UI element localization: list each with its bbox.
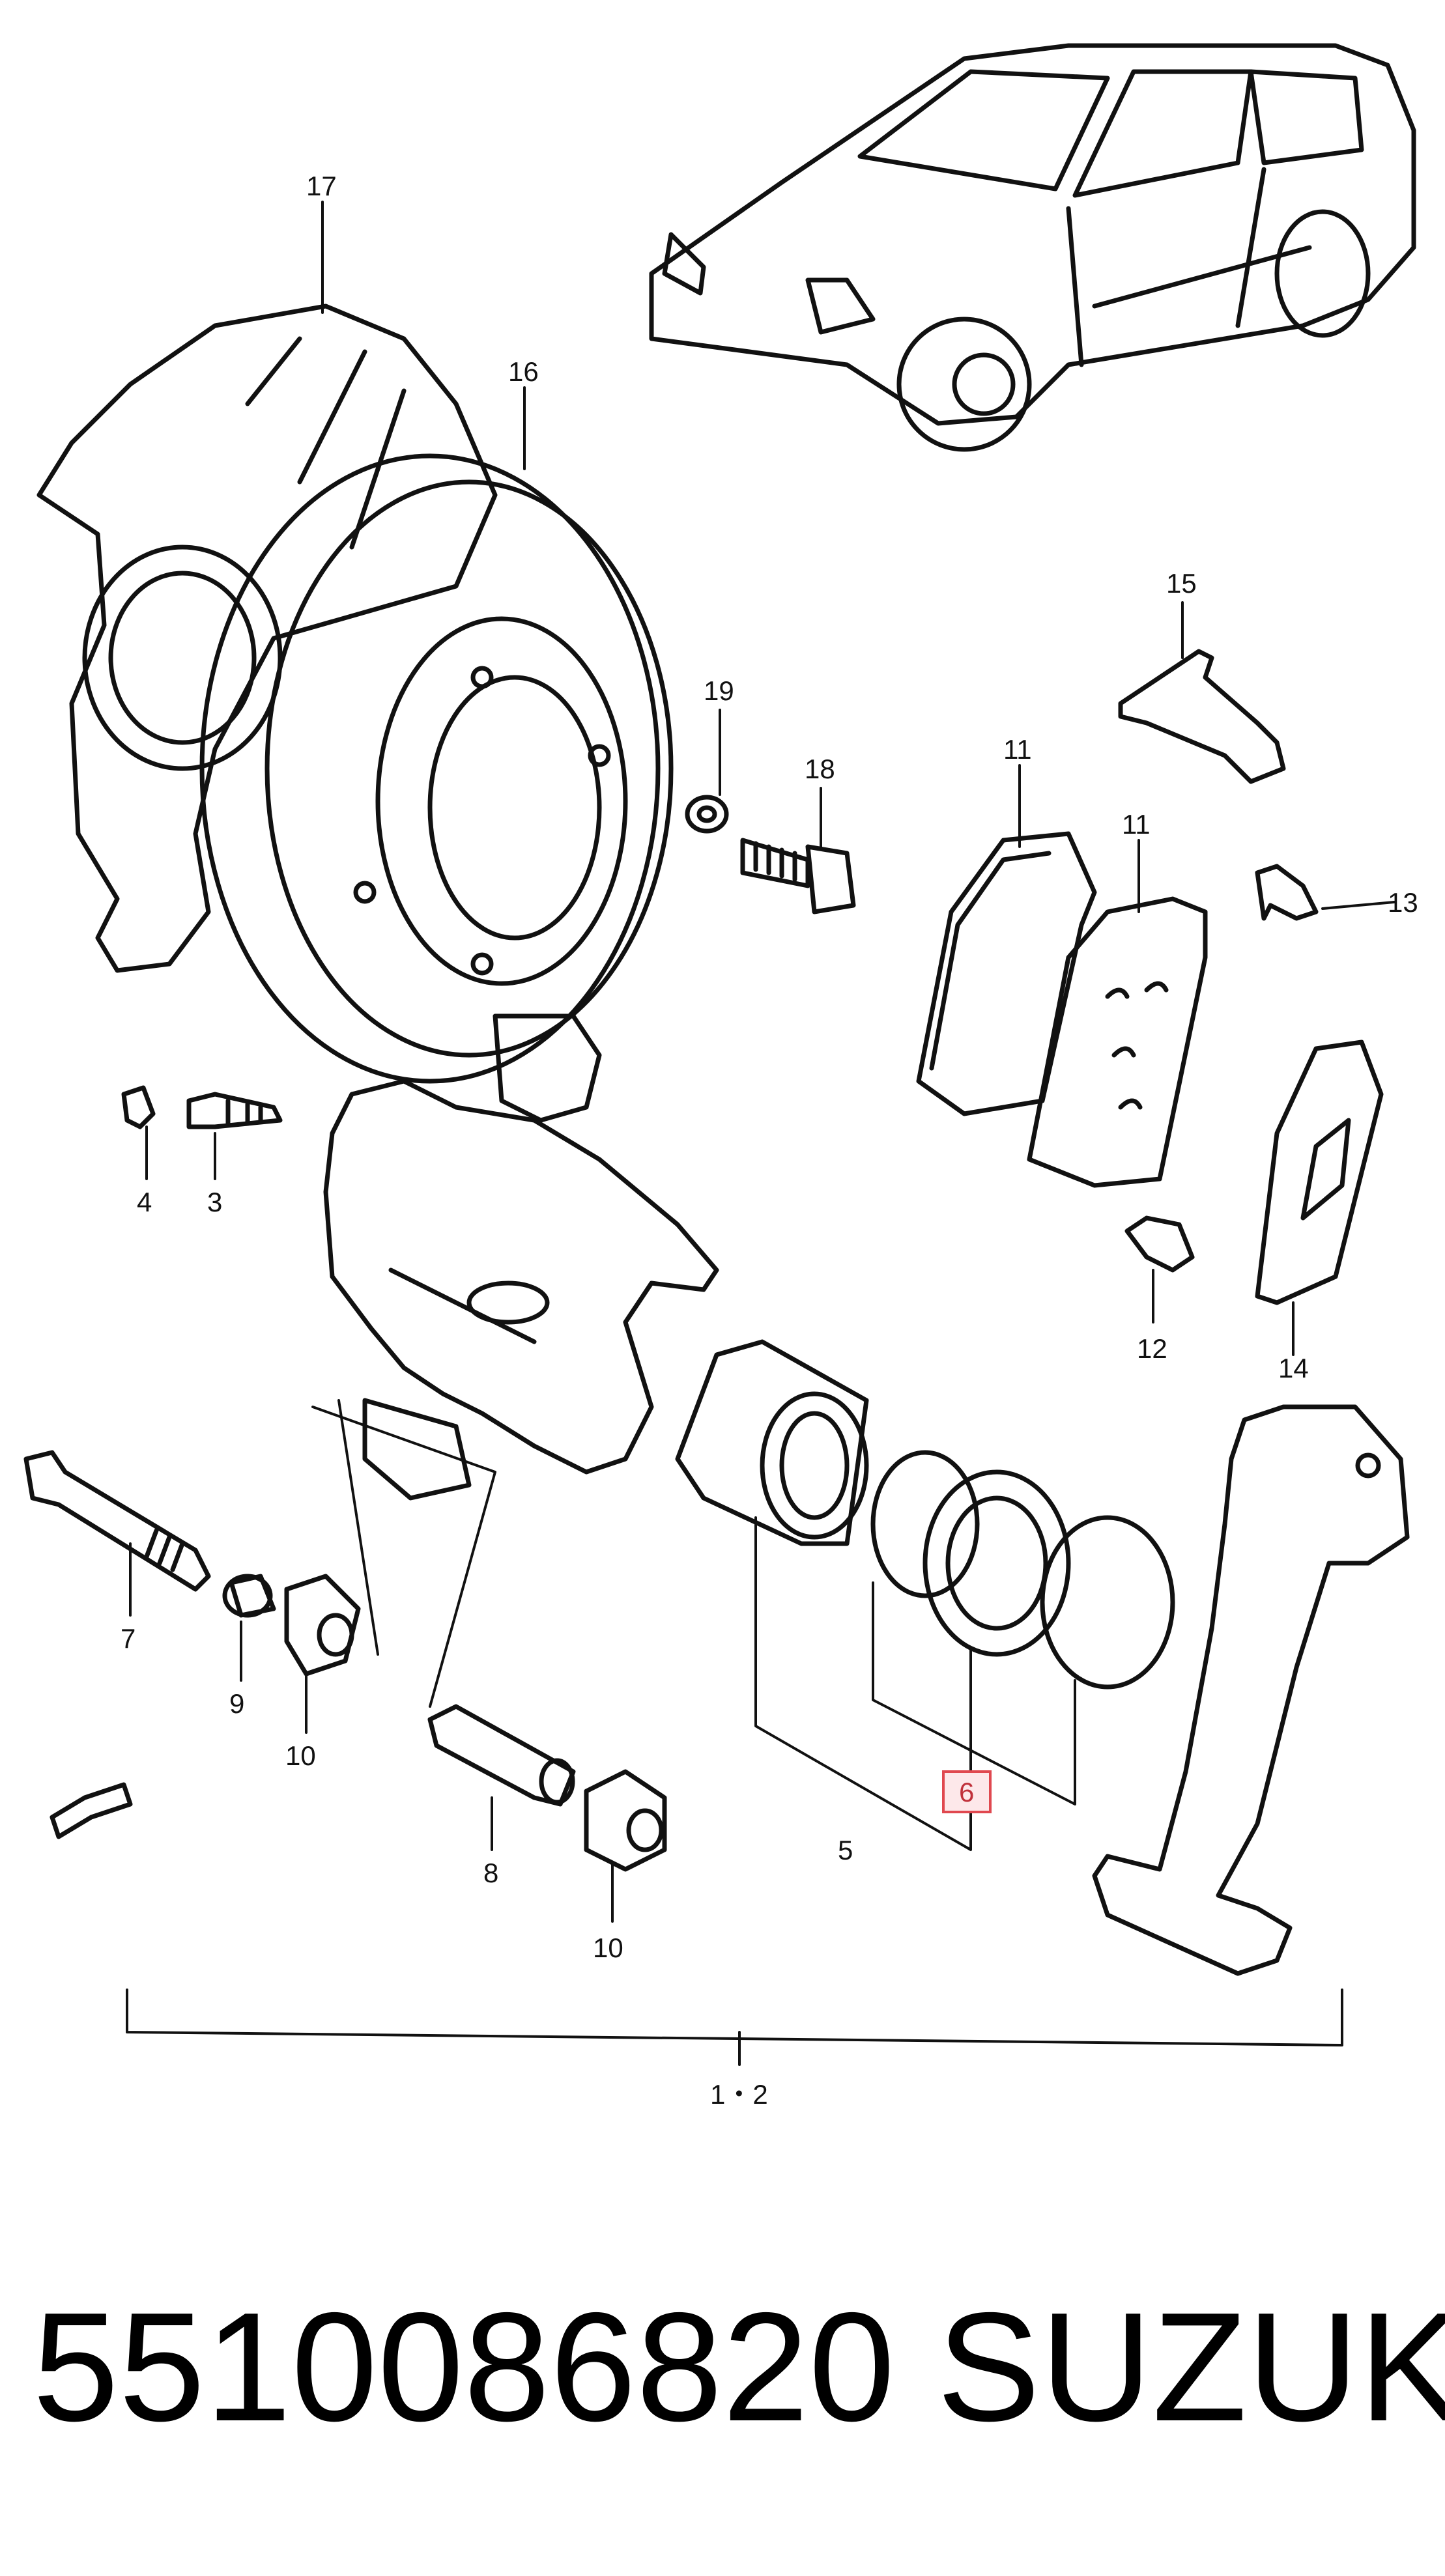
callout-15: 15 xyxy=(1166,568,1197,599)
part-16-brake-disc xyxy=(199,453,674,1084)
callout-5: 5 xyxy=(838,1835,853,1865)
caliper-body xyxy=(323,1013,719,1501)
car-illustration xyxy=(649,43,1416,452)
callout-7: 7 xyxy=(121,1623,136,1654)
part-11-brake-pad-outer xyxy=(1027,896,1208,1188)
part-7-guide-bolt xyxy=(23,1450,211,1592)
forward-arrow-icon xyxy=(50,1782,133,1839)
part-8-guide-pin xyxy=(427,1704,576,1807)
part-13-spring-clip xyxy=(1255,864,1319,921)
part-12-small-clip xyxy=(1124,1215,1195,1273)
part-3-bleeder-screw xyxy=(186,1092,283,1129)
callout-6: 6 xyxy=(959,1777,974,1807)
callout-labels: 17 16 19 18 15 11 11 13 12 14 4 3 7 9 10… xyxy=(121,171,1418,2110)
part-6-seal-ring xyxy=(870,1450,980,1598)
leader-lines xyxy=(126,201,1395,2066)
callout-12: 12 xyxy=(1137,1333,1167,1364)
part-4-bleeder-cap xyxy=(121,1085,156,1129)
caliper-bracket xyxy=(1092,1404,1410,1976)
callout-18: 18 xyxy=(805,754,835,784)
part-10-boot-upper xyxy=(284,1574,361,1677)
part-number: 5510086820 xyxy=(33,2281,895,2454)
callout-13: 13 xyxy=(1388,887,1418,918)
callout-9: 9 xyxy=(229,1688,244,1719)
part-6-retaining-ring xyxy=(1040,1515,1175,1690)
callout-10-lower: 10 xyxy=(593,1932,623,1963)
callout-8: 8 xyxy=(483,1858,498,1888)
callout-16: 16 xyxy=(508,356,539,387)
exploded-parts-diagram: 17 16 19 18 15 11 11 13 12 14 4 3 7 9 10… xyxy=(23,43,1418,2110)
part-15-pad-clip xyxy=(1118,649,1286,784)
part-11-brake-pad-inner xyxy=(916,831,1097,1116)
part-18-bolt xyxy=(740,838,856,914)
part-10-boot-lower xyxy=(584,1769,667,1872)
callout-17: 17 xyxy=(306,171,337,201)
brand-name: SUZUKI xyxy=(937,2281,1445,2454)
part-9-sleeve xyxy=(222,1574,276,1618)
part-6-dust-boot xyxy=(923,1469,1071,1657)
callout-3: 3 xyxy=(207,1187,222,1217)
part-19-washer xyxy=(685,795,729,834)
callout-14: 14 xyxy=(1278,1353,1309,1383)
callout-11-outer: 11 xyxy=(1122,809,1151,840)
callout-10-upper: 10 xyxy=(285,1740,316,1771)
part-17-dust-shield xyxy=(36,304,498,973)
callout-4: 4 xyxy=(137,1187,152,1217)
callout-19: 19 xyxy=(704,675,734,706)
callout-11-inner: 11 xyxy=(1003,734,1032,765)
part-5-piston xyxy=(675,1339,869,1546)
callout-1-2: 1・2 xyxy=(710,2079,768,2110)
highlight-box xyxy=(942,1770,992,1813)
part-14-anti-squeal-shim xyxy=(1255,1040,1384,1305)
